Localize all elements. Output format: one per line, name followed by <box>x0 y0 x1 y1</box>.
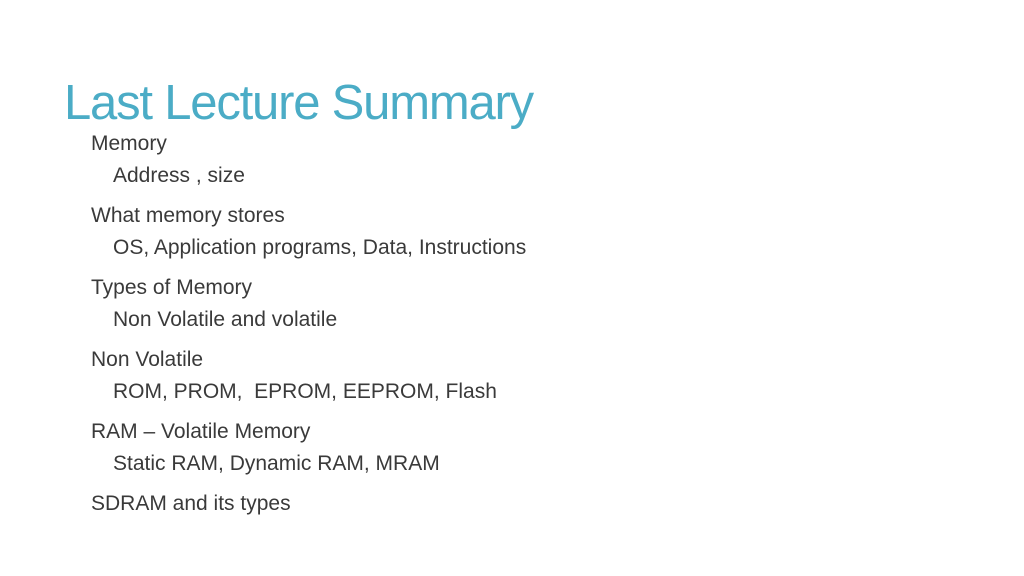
item-label: Types of Memory <box>91 276 253 299</box>
list-item: Non Volatile ROM, PROM, EPROM, EEPROM, F… <box>91 344 526 408</box>
list-item: SDRAM and its types <box>91 488 526 520</box>
slide-title: Last Lecture Summary <box>64 75 534 130</box>
sub-item-label: OS, Application programs, Data, Instruct… <box>113 236 527 259</box>
list-item: Types of Memory Non Volatile and volatil… <box>91 272 526 336</box>
sub-item-label: Address , size <box>113 164 245 187</box>
item-label: RAM – Volatile Memory <box>91 420 311 443</box>
item-label: Memory <box>91 132 167 155</box>
item-label: What memory stores <box>91 204 285 227</box>
item-label: SDRAM and its types <box>91 492 291 515</box>
summary-list: Memory Address , size What memory stores… <box>91 128 526 528</box>
sub-item-label: ROM, PROM, EPROM, EEPROM, Flash <box>113 380 497 403</box>
list-item: Memory Address , size <box>91 128 526 192</box>
sub-item-label: Non Volatile and volatile <box>113 308 338 331</box>
sub-item-label: Static RAM, Dynamic RAM, MRAM <box>113 452 440 475</box>
list-item: RAM – Volatile Memory Static RAM, Dynami… <box>91 416 526 480</box>
list-item: What memory stores OS, Application progr… <box>91 200 526 264</box>
item-label: Non Volatile <box>91 348 204 371</box>
